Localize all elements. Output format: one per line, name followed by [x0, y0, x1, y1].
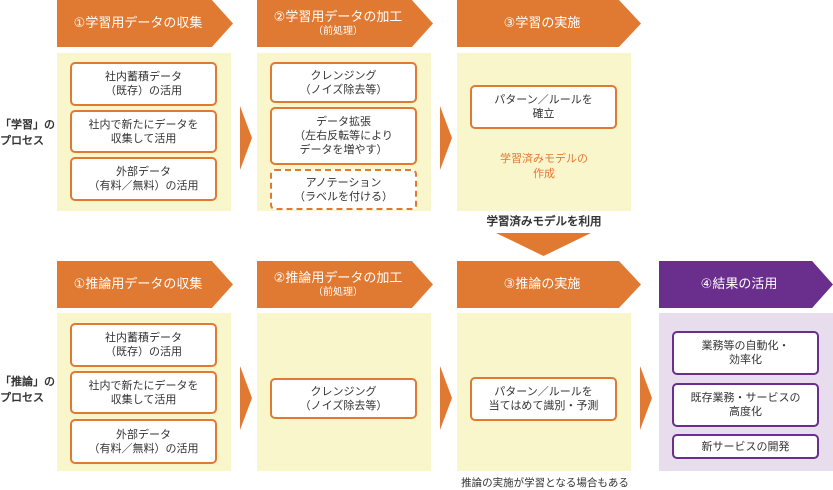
- learning-step2-item: クレンジング （ノイズ除去等）: [270, 62, 417, 103]
- model-usage-label: 学習済みモデルを利用: [486, 214, 602, 228]
- inference-step2-header: ②推論用データの加工（前処理）: [257, 261, 433, 308]
- inference-step1-title: ①推論用データの収集: [73, 276, 203, 292]
- inference-step2-title: ②推論用データの加工: [273, 270, 403, 286]
- inference-step1-item: 社内で新たにデータを 収集して活用: [70, 371, 217, 414]
- inference-step1-item: 社内蓄積データ （既存）の活用: [70, 323, 217, 367]
- arrow-right-icon: [240, 366, 252, 430]
- learning-step3-title: ③学習の実施: [503, 15, 581, 31]
- learning-step3-result: 学習済みモデルの 作成: [500, 152, 588, 180]
- learning-step1-item: 社内蓄積データ （既存）の活用: [70, 62, 217, 106]
- arrow-down-icon: [496, 233, 591, 256]
- learning-step1-header: ①学習用データの収集: [57, 0, 233, 47]
- learning-step2-title: ②学習用データの加工: [273, 9, 403, 25]
- arrow-right-icon: [640, 366, 652, 430]
- inference-step4-title: ④結果の活用: [700, 276, 778, 292]
- inference-step4-item: 既存業務・サービスの 高度化: [672, 383, 819, 427]
- arrow-right-icon: [440, 106, 452, 170]
- learning-step1-item: 外部データ （有料／無料）の活用: [70, 157, 217, 201]
- learning-step3-item: パターン／ルールを 確立: [470, 85, 617, 129]
- learning-step3-panel: [457, 53, 631, 211]
- inference-step3-item: パターン／ルールを 当てはめて識別・予測: [470, 377, 617, 421]
- inference-step4-item: 業務等の自動化・ 効率化: [672, 331, 819, 375]
- learning-step2-subtitle: （前処理）: [313, 25, 363, 37]
- inference-step2-item: クレンジング （ノイズ除去等）: [270, 378, 417, 419]
- learning-process-label: 「学習」の プロセス: [0, 118, 55, 147]
- arrow-right-icon: [240, 106, 252, 170]
- learning-step1-title: ①学習用データの収集: [73, 15, 203, 31]
- inference-step3-header: ③推論の実施: [457, 261, 641, 308]
- learning-step1-item: 社内で新たにデータを 収集して活用: [70, 110, 217, 153]
- inference-process-label: 「推論」の プロセス: [0, 375, 55, 404]
- learning-step2-item: データ拡張 （左右反転等により データを増やす）: [270, 107, 417, 165]
- inference-step3-title: ③推論の実施: [503, 276, 581, 292]
- inference-step2-subtitle: （前処理）: [313, 286, 363, 298]
- learning-step3-header: ③学習の実施: [457, 0, 641, 47]
- learning-step2-item-optional: アノテーション （ラベルを付ける）: [270, 169, 417, 210]
- inference-step1-header: ①推論用データの収集: [57, 261, 233, 308]
- inference-step4-header: ④結果の活用: [659, 261, 833, 308]
- learning-step2-header: ②学習用データの加工（前処理）: [257, 0, 433, 47]
- footnote: 推論の実施が学習となる場合もある: [461, 477, 629, 489]
- inference-step1-item: 外部データ （有料／無料）の活用: [70, 419, 217, 464]
- inference-step4-item: 新サービスの開発: [672, 434, 819, 459]
- arrow-right-icon: [440, 366, 452, 430]
